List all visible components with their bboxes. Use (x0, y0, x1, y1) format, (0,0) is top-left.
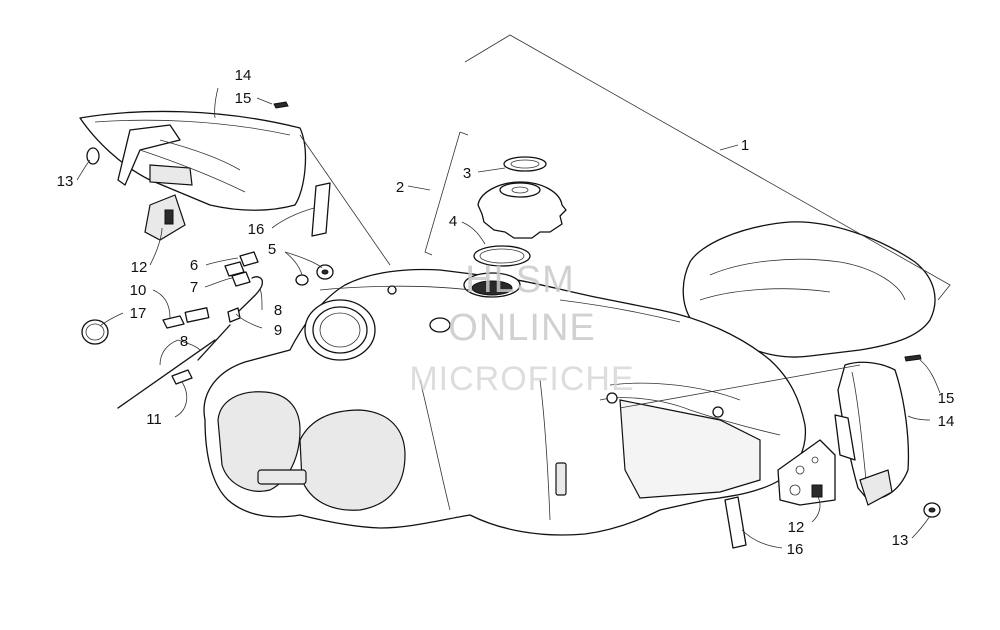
callout-4: 4 (449, 213, 457, 230)
vent-fittings (81, 251, 334, 409)
callout-11: 11 (146, 411, 162, 428)
callout-2: 2 (396, 179, 404, 196)
callout-14-left: 14 (235, 67, 252, 84)
callout-12-right: 12 (788, 519, 805, 536)
callout-14-right: 14 (938, 413, 955, 430)
callout-8-upper: 8 (274, 302, 282, 319)
callout-3: 3 (463, 165, 471, 182)
callout-13-right: 13 (892, 532, 909, 549)
fuel-tank (203, 221, 936, 536)
callout-10: 10 (130, 282, 147, 299)
leader-lines (76, 34, 951, 549)
left-heat-shield (79, 101, 331, 241)
callout-labels: 1 2 3 4 5 6 7 8 9 10 8 11 17 12 13 14 15… (57, 67, 955, 558)
callout-7: 7 (190, 279, 198, 296)
gas-cap (473, 156, 567, 267)
callout-6: 6 (190, 257, 198, 274)
watermark-line2: ONLINE (448, 307, 595, 349)
watermark-line3: MICROFICHE (409, 360, 634, 398)
callout-17: 17 (130, 305, 147, 322)
watermark: HLSM ONLINE MICROFICHE (409, 259, 634, 398)
callout-16-right: 16 (787, 541, 804, 558)
right-heat-shield (724, 354, 941, 549)
callout-15-right: 15 (938, 390, 955, 407)
callout-5: 5 (268, 241, 276, 258)
callout-13-left: 13 (57, 173, 74, 190)
callout-9: 9 (274, 322, 282, 339)
callout-12-left: 12 (131, 259, 148, 276)
callout-1: 1 (741, 137, 749, 154)
watermark-line1: HLSM (465, 259, 575, 301)
callout-15-left: 15 (235, 90, 252, 107)
callout-8-lower: 8 (180, 333, 188, 350)
callout-16-left: 16 (248, 221, 265, 238)
